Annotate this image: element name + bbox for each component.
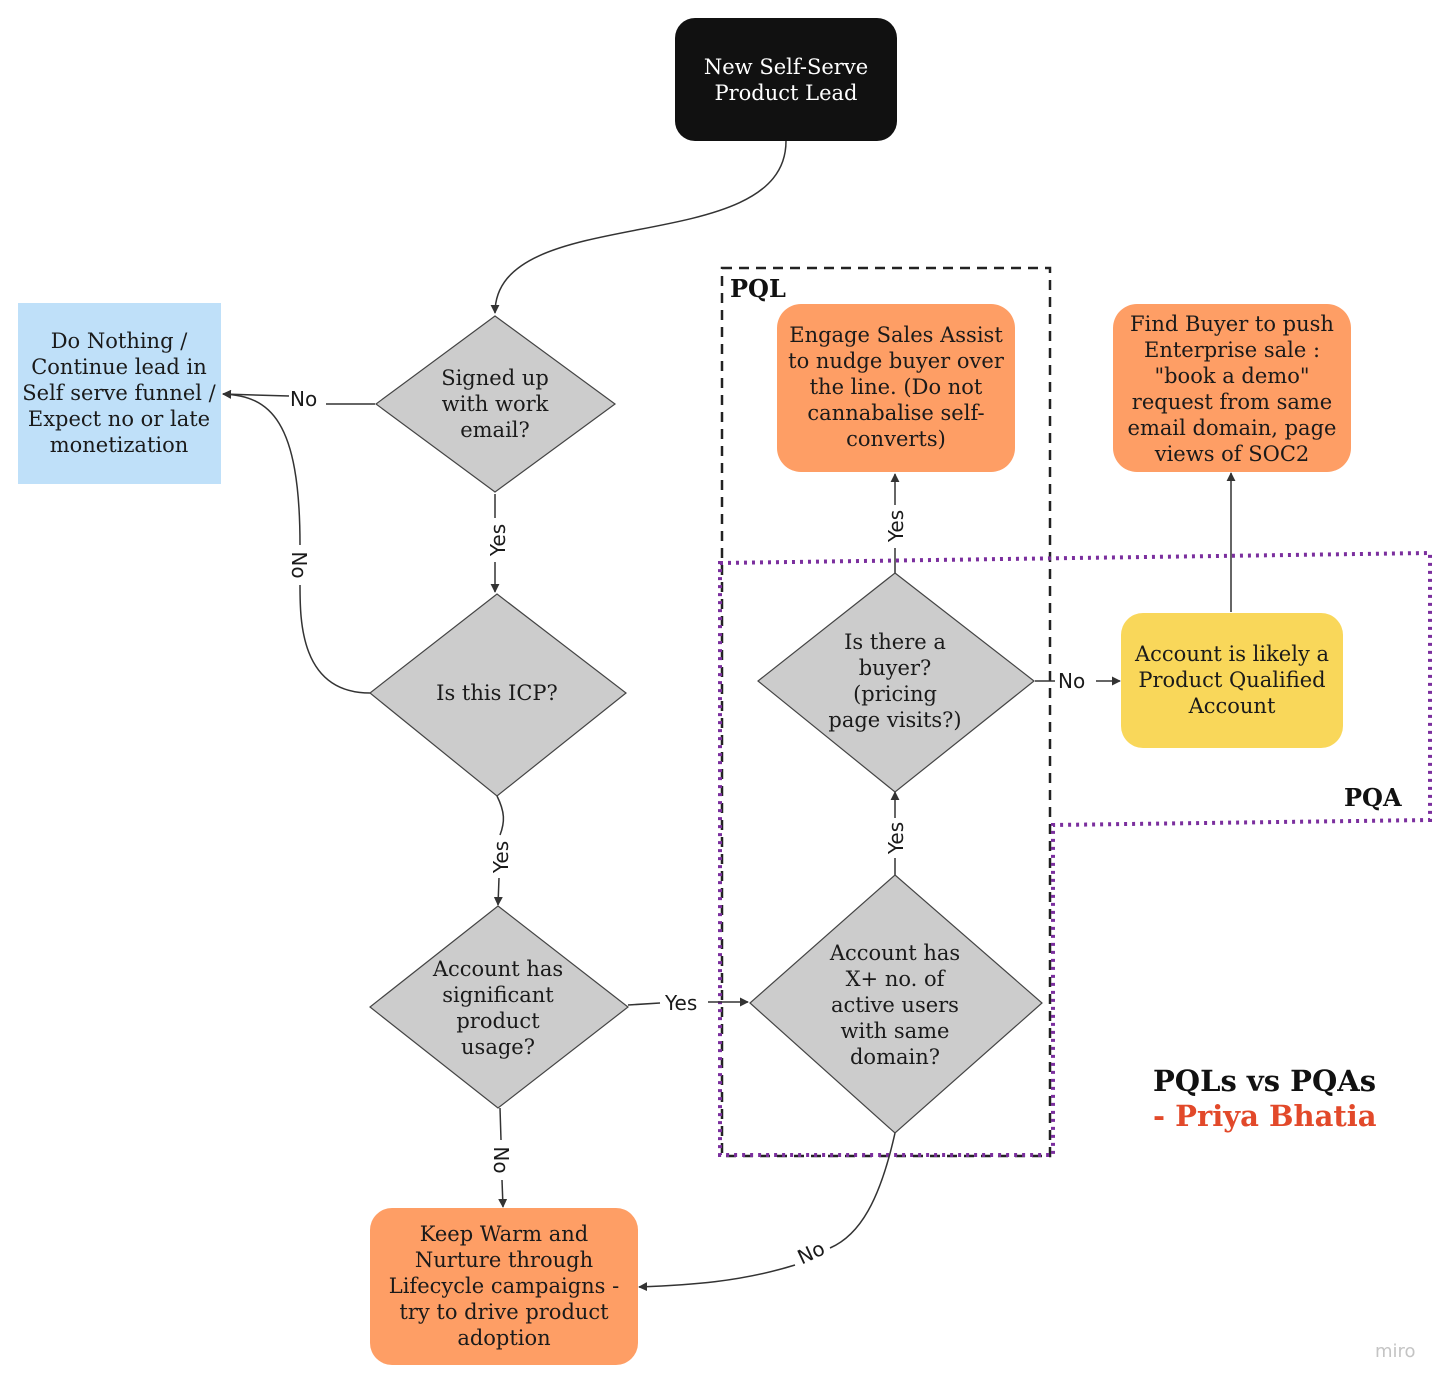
credit-title: PQLs vs PQAs — [1153, 1064, 1376, 1098]
node-text-line: Lifecycle campaigns - — [389, 1274, 619, 1298]
node-text-line: Account — [1188, 694, 1276, 718]
edge-label-icp-no: No — [287, 551, 311, 578]
node-text-line: Account has — [829, 941, 960, 965]
node-text-line: Is there a — [844, 630, 946, 654]
edge-start-to-email — [490, 140, 787, 314]
node-text-line: email? — [460, 418, 530, 442]
node-text-line: converts) — [846, 427, 946, 451]
node-text-line: buyer? — [859, 656, 932, 680]
decision-icp-text: Is this ICP? — [436, 681, 558, 705]
pql-region-border — [720, 266, 1052, 1158]
node-text-line: product — [456, 1009, 540, 1033]
edge-usage-no-head — [498, 1179, 508, 1208]
node-text-line: page visits?) — [828, 708, 961, 732]
node-text-line: significant — [442, 983, 554, 1007]
edge-label-email-yes: Yes — [486, 524, 510, 557]
node-text-line: Product Lead — [715, 81, 858, 105]
edge-icp-no — [299, 584, 371, 694]
edge-label-buyer-yes: Yes — [884, 510, 908, 543]
node-text-line: Account is likely a — [1134, 642, 1329, 666]
edge-label-email-no: No — [290, 387, 317, 411]
credit-author: - Priya Bhatia — [1153, 1099, 1377, 1133]
pqa-region-label: PQA — [1344, 783, 1402, 812]
node-text-line: request from same — [1132, 390, 1332, 414]
edge-icp-yes-head — [493, 877, 503, 906]
edge-usage-no — [499, 1107, 502, 1141]
node-text-line: Self serve funnel / — [22, 381, 216, 405]
node-text-line: Keep Warm and — [420, 1222, 589, 1246]
node-text-line: email domain, page — [1128, 416, 1337, 440]
edge-icp-no-head — [222, 389, 301, 546]
edge-label-buyer-no: No — [1058, 669, 1085, 693]
node-text-line: Continue lead in — [31, 355, 207, 379]
node-text-line: Find Buyer to push — [1130, 312, 1334, 336]
decision-icp: Is this ICP? — [369, 593, 627, 797]
node-text-line: Product Qualified — [1138, 668, 1325, 692]
edge-active-no — [829, 1132, 896, 1249]
node-text-line: monetization — [50, 433, 189, 457]
node-text-line: Nurture through — [415, 1248, 593, 1272]
edge-label-icp-yes: Yes — [489, 841, 513, 874]
edge-icp-yes — [496, 795, 505, 836]
edge-active-no-head — [638, 1264, 796, 1292]
node-text-line: try to drive product — [399, 1300, 609, 1324]
node-text-line: Expect no or late — [28, 407, 210, 431]
miro-watermark: miro — [1375, 1341, 1416, 1362]
node-text-line: to nudge buyer over — [788, 349, 1005, 373]
pqa-region-border — [718, 550, 1432, 1157]
node-text-line: domain? — [850, 1045, 940, 1069]
edge-label-active-no: No — [794, 1236, 829, 1269]
node-text-line: active users — [831, 993, 959, 1017]
edge-label-usage-yes: Yes — [664, 991, 697, 1015]
node-text-line: with same — [841, 1019, 950, 1043]
node-text-line: New Self-Serve — [704, 55, 868, 79]
edge-label-active-yes: Yes — [884, 822, 908, 855]
edge-label-usage-no: No — [489, 1146, 513, 1173]
node-text-line: adoption — [457, 1326, 550, 1350]
node-text-line: the line. (Do not — [810, 375, 983, 399]
node-text-line: (pricing — [853, 682, 937, 706]
node-text-line: Account has — [432, 957, 563, 981]
node-text-line: Is this ICP? — [436, 681, 558, 705]
node-text-line: Signed up — [441, 366, 549, 390]
node-text-line: cannabalise self- — [807, 401, 984, 425]
pql-region-label: PQL — [730, 274, 786, 303]
node-text-line: Engage Sales Assist — [789, 323, 1003, 347]
node-text-line: Do Nothing / — [51, 329, 188, 353]
node-text-line: Enterprise sale : — [1144, 338, 1320, 362]
node-text-line: views of SOC2 — [1154, 442, 1310, 466]
node-text-line: usage? — [461, 1035, 535, 1059]
node-text-line: with work — [442, 392, 549, 416]
edge-usage-yes — [627, 1002, 661, 1006]
node-text-line: X+ no. of — [846, 967, 947, 991]
node-text-line: "book a demo" — [1154, 364, 1309, 388]
